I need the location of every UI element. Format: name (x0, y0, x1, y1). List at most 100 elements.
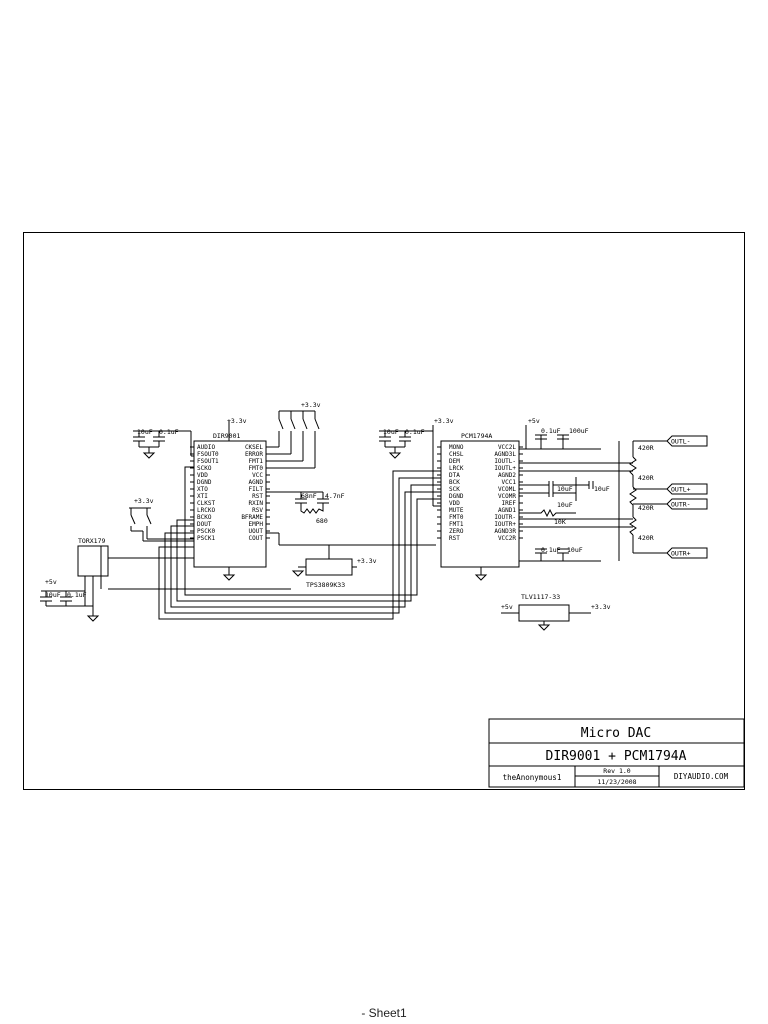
pcm1794a-pin-ioutl: IOUTL+ (494, 465, 516, 472)
pcm1794a-pin-agnd3l: AGND3L (494, 451, 516, 458)
tps3809-reset: +3.3v TPS3809K33 (266, 532, 436, 589)
dir9001-pin-agnd: AGND (249, 479, 264, 486)
dir9001-pin-dgnd: DGND (197, 479, 212, 486)
title-rev: Rev 1.0 (603, 767, 630, 775)
dir9001-pin-cksel: CKSEL (245, 444, 263, 451)
dir9001-pin-psck0: PSCK0 (197, 528, 215, 535)
dir9001-pin-audio: AUDIO (197, 444, 215, 451)
dir9001-pin-xti: XTI (197, 493, 208, 500)
pcm1794a-pin-vcoml: VCOML (498, 486, 516, 493)
svg-text:0.1uF: 0.1uF (541, 546, 561, 554)
title-site: DIYAUDIO.COM (674, 772, 729, 781)
svg-text:420R: 420R (638, 444, 654, 452)
dir9001-pin-emph: EMPH (249, 521, 264, 528)
schematic-diagram: DIR9001 AUDIOFSOUT0FSOUT1SCKOVDDDGNDXTOX… (40, 401, 745, 788)
output-port-label: OUTL- (671, 438, 691, 446)
svg-text:0.1uF: 0.1uF (159, 428, 179, 436)
svg-text:TPS3809K33: TPS3809K33 (306, 581, 345, 589)
dir-config-switches: +3.3v (266, 401, 321, 469)
svg-text:10K: 10K (554, 518, 566, 526)
svg-text:+3.3v: +3.3v (434, 417, 454, 425)
pcm1794a-pin-vcomr: VCOMR (498, 493, 516, 500)
svg-text:0.1uF: 0.1uF (405, 428, 425, 436)
pcm1794a-pin-bck: BCK (449, 479, 460, 486)
iv-output-stage: 420R 420R 420R 420R OUTL-OUTL+OUTR-OUTR+ (519, 435, 708, 561)
dir9001-pin-fmt1: FMT1 (249, 458, 264, 465)
output-port-outl (666, 483, 708, 495)
svg-text:0.1uF: 0.1uF (541, 427, 561, 435)
output-port-outr (666, 498, 708, 510)
dir9001-pin-uout: UOUT (249, 528, 264, 535)
pcm1794a-pin-mute: MUTE (449, 507, 464, 514)
pcm-decoupling-caps: 10uF 0.1uF (379, 428, 433, 459)
pcm1794a-pin-iref: IREF (502, 500, 517, 507)
pcm1794a-pin-fmt0: FMT0 (449, 514, 464, 521)
switch-blade (314, 418, 320, 430)
svg-text:+3.3v: +3.3v (591, 603, 611, 611)
svg-text:+5v: +5v (501, 603, 513, 611)
switch-blade (290, 418, 296, 430)
pcm1794a-pin-ioutr: IOUTR- (494, 514, 516, 521)
torx179-receiver: TORX179 +5v 10uF 0.1uF (40, 537, 291, 622)
dir9001-pin-bcko: BCKO (197, 514, 212, 521)
switch-blade (278, 418, 284, 430)
pcm1794a-pin-vcc2r: VCC2R (498, 535, 516, 542)
pcm1794a-pin-vcc1: VCC1 (502, 479, 517, 486)
svg-text:680: 680 (316, 517, 328, 525)
title-block: Micro DAC DIR9001 + PCM1794A theAnonymou… (488, 718, 745, 788)
pcm1794a-pin-agnd3r: AGND3R (494, 528, 516, 535)
pcm1794a-pin-dgnd: DGND (449, 493, 464, 500)
dir9001-pin-rxin: RXIN (249, 500, 264, 507)
pcm1794a-pin-dem: DEM (449, 458, 460, 465)
pcm1794a-pin-sck: SCK (449, 486, 460, 493)
switch-blade (302, 418, 308, 430)
pcm1794a-pin-ioutr: IOUTR+ (494, 521, 516, 528)
dir9001-pin-scko: SCKO (197, 465, 212, 472)
output-port-label: OUTR+ (671, 550, 691, 558)
dir9001-pin-filt: FILT (249, 486, 264, 493)
svg-text:+3.3v: +3.3v (134, 497, 154, 505)
pcm1794a-pin-lrck: LRCK (449, 465, 464, 472)
pcm-analog-supply: +5v 0.1uF 100uF 0.1uF 10uF 10uF 10uF (519, 417, 610, 562)
dir9001-supply-label: +3.3v (227, 417, 247, 425)
pcm1794a-pin-agnd1: AGND1 (498, 507, 516, 514)
pcm1794a-pin-ioutl: IOUTL- (494, 458, 516, 465)
pcm1794a-label: PCM1794A (461, 432, 492, 440)
dir9001-pin-clkst: CLKST (197, 500, 215, 507)
title-date: 11/23/2008 (597, 778, 636, 786)
output-port-outl (666, 435, 708, 447)
output-port-label: OUTL+ (671, 486, 691, 494)
dir9001-pin-fsout1: FSOUT1 (197, 458, 219, 465)
svg-text:+5v: +5v (528, 417, 540, 425)
svg-text:10uF: 10uF (45, 591, 61, 599)
output-port-label: OUTR- (671, 501, 691, 509)
dir9001-pin-rst: RST (252, 493, 263, 500)
dir9001-pin-fmt0: FMT0 (249, 465, 264, 472)
pcm1794a-pin-vcc2l: VCC2L (498, 444, 516, 451)
svg-text:100uF: 100uF (569, 427, 589, 435)
svg-text:+3.3v: +3.3v (357, 557, 377, 565)
pcm1794a-chip: PCM1794A MONOCHSLDEMLRCKDTABCKSCKDGNDVDD… (432, 417, 523, 581)
svg-text:10uF: 10uF (594, 485, 610, 493)
dir9001-pin-vdd: VDD (197, 472, 208, 479)
pcm1794a-pin-mono: MONO (449, 444, 464, 451)
title-subtitle: DIR9001 + PCM1794A (546, 749, 687, 764)
dir9001-pin-fsout0: FSOUT0 (197, 451, 219, 458)
pcm1794a-pin-vdd: VDD (449, 500, 460, 507)
svg-text:+5v: +5v (45, 578, 57, 586)
dir9001-pin-vcc: VCC (252, 472, 263, 479)
dir-left-switches: +3.3v (129, 497, 194, 542)
output-port-outr (666, 547, 708, 559)
dir9001-pin-rsv: RSV (252, 507, 263, 514)
dir9001-chip: DIR9001 AUDIOFSOUT0FSOUT1SCKOVDDDGNDXTOX… (190, 417, 270, 581)
dir9001-pin-xto: XTO (197, 486, 208, 493)
svg-text:TLV1117-33: TLV1117-33 (521, 593, 560, 601)
pll-filter: 68nF 4.7nF 680 (266, 491, 345, 525)
pcm1794a-pin-dta: DTA (449, 472, 460, 479)
dir9001-pin-cout: COUT (249, 535, 264, 542)
sheet-footer: - Sheet1 (361, 1006, 407, 1020)
svg-text:10uF: 10uF (383, 428, 399, 436)
dir9001-pin-psck1: PSCK1 (197, 535, 215, 542)
svg-text:68nF: 68nF (301, 492, 317, 500)
